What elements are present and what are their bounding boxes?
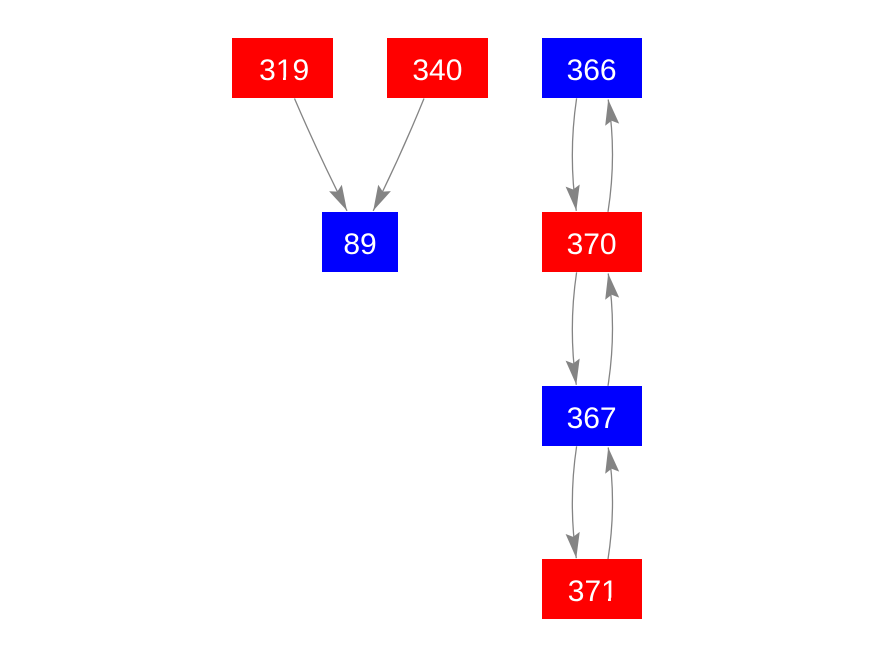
svg-text:366: 366: [567, 54, 617, 87]
svg-text:319: 319: [259, 54, 309, 87]
svg-text:367: 367: [567, 402, 617, 435]
svg-text:340: 340: [412, 54, 462, 87]
svg-text:89: 89: [343, 228, 376, 261]
svg-text:370: 370: [567, 228, 617, 261]
svg-text:371: 371: [568, 575, 618, 608]
